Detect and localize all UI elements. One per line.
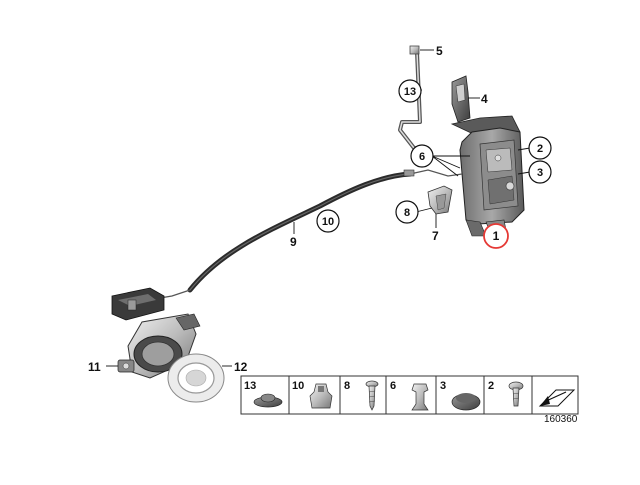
callout-8-circle xyxy=(395,200,419,224)
direction-arrow-icon xyxy=(538,389,576,407)
callout-2-circle xyxy=(528,136,552,160)
callout-9-label: 9 xyxy=(290,235,297,249)
parts-legend: 13 10 8 6 3 xyxy=(240,375,579,415)
legend-item-2: 2 xyxy=(488,380,524,407)
callout-8-label: 8 xyxy=(404,207,410,219)
bezel-ring-part-12 xyxy=(167,353,225,403)
legend-item-10: 10 xyxy=(292,380,333,409)
callout-12: 12 xyxy=(234,360,248,374)
legend-frame xyxy=(240,375,579,415)
callout-11: 11 xyxy=(88,360,101,374)
callout-9: 9 xyxy=(290,235,297,249)
legend-item-8: 8 xyxy=(344,380,379,411)
callout-6-label: 6 xyxy=(419,151,425,163)
door-lock-assembly xyxy=(450,115,525,237)
callout-8: 8 xyxy=(395,200,419,224)
callout-11-label: 11 xyxy=(88,360,101,374)
callout-10-circle xyxy=(316,209,340,233)
callout-12-label: 12 xyxy=(234,360,248,374)
callout-1-highlighted: 1 xyxy=(483,223,509,249)
callout-1-circle xyxy=(483,223,509,249)
callout-5-label: 5 xyxy=(436,44,443,58)
callout-13-label: 13 xyxy=(404,86,416,98)
callout-10-label: 10 xyxy=(322,216,334,228)
callout-1-label: 1 xyxy=(493,229,500,243)
callout-5: 5 xyxy=(436,44,443,58)
clip-part-7 xyxy=(427,185,453,215)
callout-6-circle xyxy=(410,144,434,168)
legend-item-6-label: 6 xyxy=(390,380,396,392)
legend-item-13-label: 13 xyxy=(244,380,256,392)
callout-7: 7 xyxy=(432,229,439,243)
legend-item-10-label: 10 xyxy=(292,380,304,392)
cable-bracket xyxy=(111,287,165,321)
callout-3-label: 3 xyxy=(537,167,543,179)
legend-item-3-label: 3 xyxy=(440,380,446,392)
rivet-icon xyxy=(411,383,429,411)
clip-nut-icon xyxy=(309,383,333,409)
callout-2: 2 xyxy=(528,136,552,160)
callout-3-circle xyxy=(528,160,552,184)
legend-item-8-label: 8 xyxy=(344,380,350,392)
legend-item-2-label: 2 xyxy=(488,380,494,392)
reference-code: 160360 xyxy=(544,414,578,425)
callout-4: 4 xyxy=(481,92,488,106)
callout-6: 6 xyxy=(410,144,434,168)
legend-item-13: 13 xyxy=(244,380,283,408)
bracket-part-4 xyxy=(451,75,471,123)
callout-2-label: 2 xyxy=(537,143,543,155)
bowden-cable xyxy=(159,169,463,299)
callout-13-circle xyxy=(398,79,422,103)
legend-item-6: 6 xyxy=(390,380,429,411)
callout-7-label: 7 xyxy=(432,229,439,243)
legend-item-3: 3 xyxy=(440,380,481,411)
callout-10: 10 xyxy=(316,209,340,233)
callout-3: 3 xyxy=(528,160,552,184)
callout-4-label: 4 xyxy=(481,92,488,106)
callout-13: 13 xyxy=(398,79,422,103)
